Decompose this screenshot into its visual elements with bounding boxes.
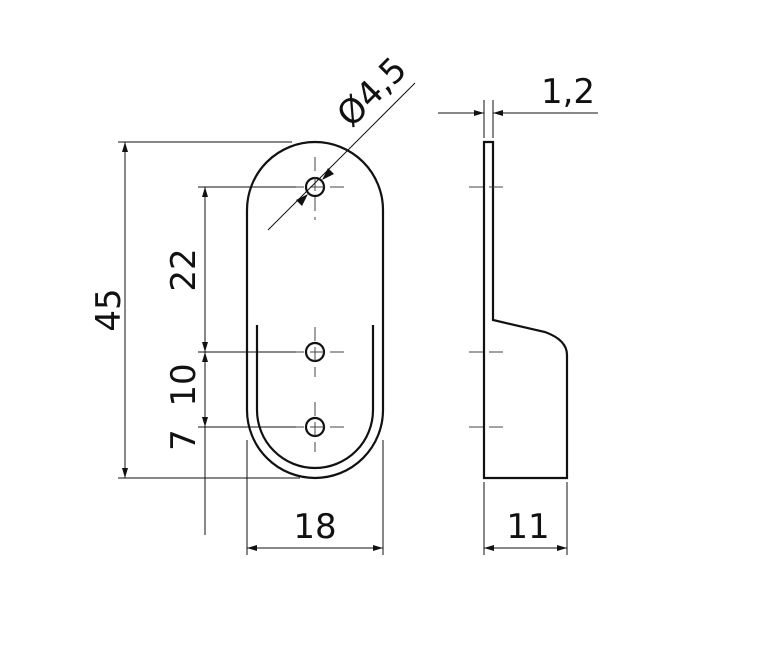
front-view: [245, 140, 385, 480]
bracket-inner-fold: [255, 325, 375, 470]
dim-thickness: 1,2: [541, 72, 595, 112]
dim-hole-spacing-bottom: 10: [164, 363, 204, 406]
dim-width: 18: [293, 507, 336, 547]
dim-hole-spacing-top: 22: [164, 248, 204, 291]
dim-depth: 11: [506, 507, 549, 547]
dimension-lines: [122, 82, 598, 551]
dim-hole-diameter: Ø4,5: [329, 49, 414, 134]
bracket-profile: [482, 140, 569, 480]
dim-bottom-offset: 7: [164, 429, 204, 451]
extension-lines: [118, 100, 568, 555]
side-view: [469, 140, 569, 480]
dim-total-height: 45: [89, 288, 129, 331]
center-lines: [290, 157, 350, 452]
bracket-outline: [245, 140, 385, 480]
